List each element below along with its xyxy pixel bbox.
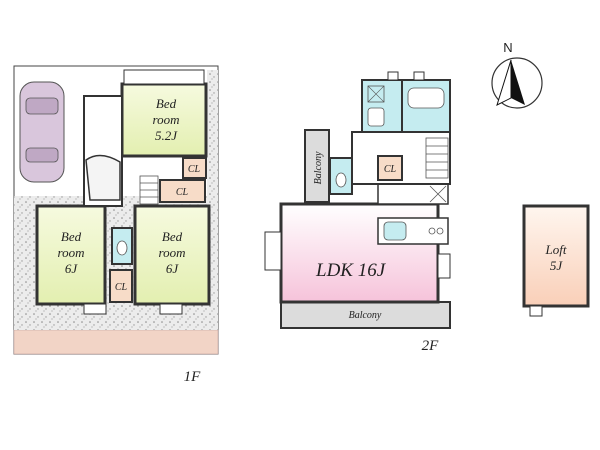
ldk-label: LDK 16J [315, 260, 387, 281]
floor-1-plan: Bed room 5.2J Bed room 6J Bed room 6J CL… [13, 65, 219, 385]
bedroom-6j-left-line2: room [58, 245, 85, 260]
balcony-side-label: Balcony [313, 151, 324, 184]
closet-1f-c-label: CL [115, 282, 128, 293]
window-2f-top-a [387, 71, 399, 81]
balcony-bottom-label: Balcony [349, 310, 382, 321]
loft-room [522, 204, 590, 308]
window-1f-top [123, 69, 205, 85]
bedroom-6j-right-line3: 6J [166, 261, 180, 276]
stairs-1f [139, 175, 159, 205]
bedroom-5-2j-line2: room [153, 112, 180, 127]
car-icon [19, 81, 65, 183]
bedroom-5-2j-line1: Bed [156, 96, 177, 111]
loft-hatch [529, 305, 543, 317]
bedroom-6j-left-line1: Bed [61, 229, 82, 244]
bedroom-6j-left [35, 204, 107, 306]
bedroom-6j-left-line3: 6J [65, 261, 79, 276]
closet-1f-c [109, 269, 133, 303]
entrance [85, 154, 121, 201]
window-2f-top-b [413, 71, 425, 81]
window-1f-bottom-a [83, 303, 107, 315]
closet-1f-a [182, 157, 207, 179]
closet-1f-a-label: CL [188, 164, 201, 175]
closet-2f-label: CL [384, 164, 397, 175]
parking-strip [13, 329, 219, 355]
compass-north-label: N [503, 40, 512, 55]
window-2f-left [264, 231, 282, 271]
bedroom-5-2j-line3: 5.2J [155, 128, 178, 143]
window-1f-bottom-b [159, 303, 183, 315]
bedroom-6j-right-line2: room [159, 245, 186, 260]
closet-1f-b-label: CL [176, 187, 189, 198]
floor-2-plan: LDK 16J Balcony Balcony CL 2F [264, 71, 451, 354]
closet-2f [377, 155, 403, 181]
window-2f-right [437, 253, 451, 279]
compass-icon: N [491, 40, 543, 109]
loft-plan: Loft 5J [522, 204, 590, 317]
balcony-bottom [280, 301, 451, 329]
bedroom-6j-right-line1: Bed [162, 229, 183, 244]
stairs-2f [425, 137, 449, 179]
floor-2-label: 2F [422, 338, 440, 354]
floor-1-label: 1F [184, 369, 202, 385]
loft-line2: 5J [550, 258, 564, 273]
loft-line1: Loft [545, 242, 567, 257]
gravel-side [207, 70, 218, 200]
closet-1f-b [159, 179, 206, 203]
